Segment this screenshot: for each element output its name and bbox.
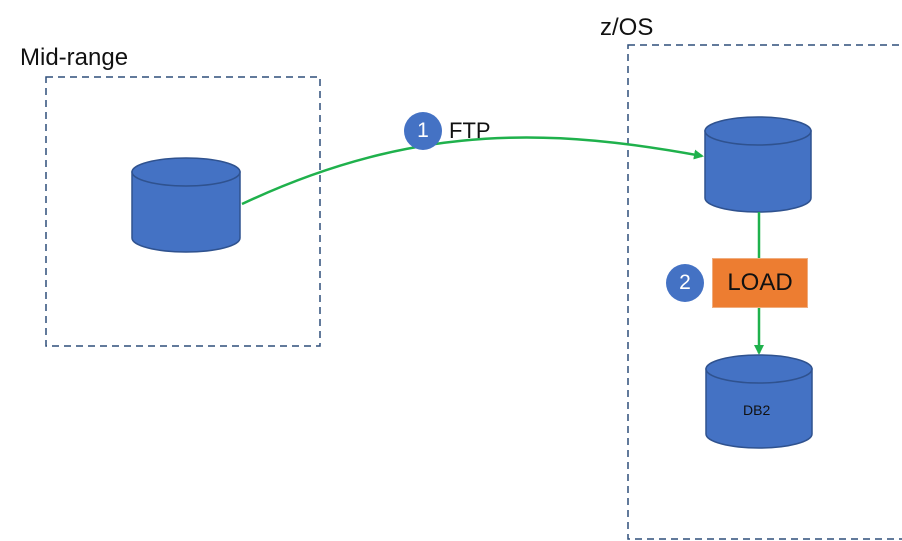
landing-dataset-cylinder (704, 116, 812, 213)
midrange-boundary (45, 76, 321, 347)
db2-label: DB2 (743, 402, 771, 418)
db2-cylinder (705, 354, 813, 449)
step-2-badge: 2 (666, 264, 704, 302)
ftp-arrow (241, 136, 704, 206)
step-1-badge: 1 (404, 112, 442, 150)
load-box: LOAD (712, 258, 808, 308)
source-database-cylinder (131, 157, 241, 253)
zos-label: z/OS (600, 14, 654, 41)
ftp-label: FTP (449, 118, 491, 143)
zos-boundary (627, 44, 902, 540)
midrange-label: Mid-range (20, 44, 129, 71)
